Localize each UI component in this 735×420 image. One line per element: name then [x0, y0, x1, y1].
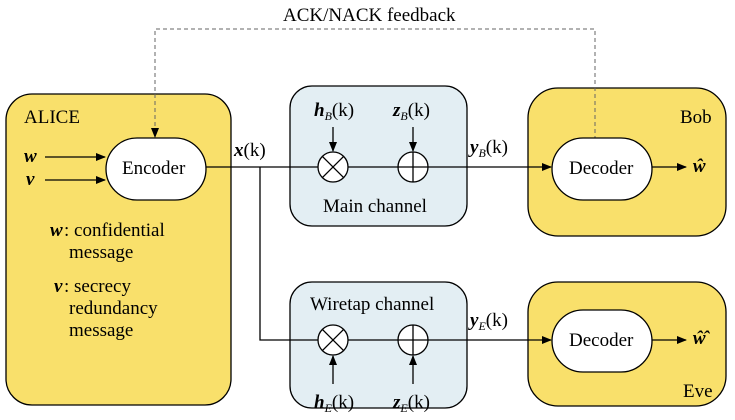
main-gain-label: hB(k) [314, 100, 355, 123]
wiretap-noise-label: zE(k) [393, 392, 430, 415]
encoder-block [105, 137, 207, 201]
eve-estimate-label: ŵ̂ [693, 328, 706, 349]
bob-estimate-label: ŵ [693, 156, 706, 177]
eve-decoder-label: Decoder [569, 330, 634, 351]
bob-decoder-block [551, 137, 653, 201]
legend-v-symbol: v [54, 276, 63, 297]
legend-v-text: : secrecy [64, 276, 131, 297]
wiretap-channel-box [289, 281, 468, 409]
legend-v-text-3: message [69, 320, 134, 341]
legend-w-text: : confidential [64, 220, 165, 241]
eve-decoder-block [551, 309, 653, 373]
legend-w-text-2: message [69, 242, 134, 263]
input-v-label: v [26, 169, 35, 190]
wiretap-gain-label: hE(k) [314, 392, 355, 415]
main-channel-label: Main channel [323, 196, 427, 217]
bob-title: Bob [680, 107, 712, 128]
legend-w-symbol: w [50, 220, 63, 241]
legend-v-text-2: redundancy [69, 298, 158, 319]
wiretap-channel-label: Wiretap channel [310, 294, 435, 315]
input-w-label: w [24, 146, 37, 167]
alice-title: ALICE [24, 107, 80, 128]
main-channel-box [289, 85, 468, 227]
bob-output-label: yB(k) [470, 137, 508, 160]
eve-output-label: yE(k) [470, 310, 508, 333]
bob-decoder-label: Decoder [569, 158, 634, 179]
encoder-label: Encoder [122, 158, 186, 179]
feedback-label: ACK/NACK feedback [283, 5, 456, 26]
feedback-line [151, 28, 596, 154]
eve-title: Eve [683, 381, 713, 402]
x-signal-label: x(k) [234, 140, 266, 161]
main-noise-label: zB(k) [393, 100, 430, 123]
wiretap-branch-line [259, 167, 318, 341]
